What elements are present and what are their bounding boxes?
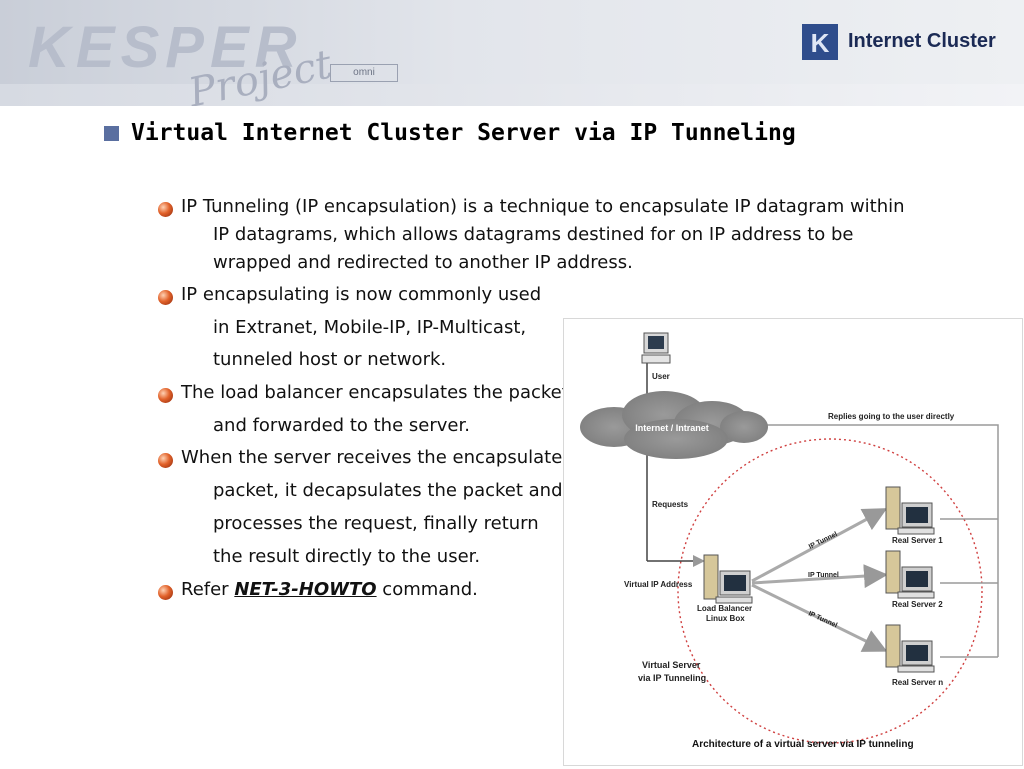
bullet-4-line-2: packet, it decapsulates the packet and — [213, 480, 563, 501]
tunnel-arrow-1 — [751, 508, 888, 583]
bullet-1-line-1: IP Tunneling (IP encapsulation) is a tec… — [181, 196, 905, 217]
bullet-2-icon — [158, 290, 173, 305]
reply-line-top — [764, 424, 999, 519]
omni-badge: omni — [330, 64, 398, 82]
bullet-5-icon — [158, 585, 173, 600]
real-server-n-label: Real Server n — [892, 678, 943, 687]
bullet-1-line-3: wrapped and redirected to another IP add… — [213, 252, 633, 273]
slide-title: Virtual Internet Cluster Server via IP T… — [131, 120, 796, 146]
virtual-server-boundary — [677, 438, 983, 744]
header-banner: KESPER Project omni K Internet Cluster — [0, 0, 1024, 106]
bullet-3-line-1: The load balancer encapsulates the packe… — [181, 382, 569, 403]
architecture-figure: Internet / Intranet User Replies going t… — [563, 318, 1023, 766]
requests-label: Requests — [652, 500, 689, 509]
bullet-1-icon — [158, 202, 173, 217]
real-server-2-icon — [885, 550, 935, 599]
bullet-3-icon — [158, 388, 173, 403]
real-server-2-label: Real Server 2 — [892, 600, 943, 609]
bullet-2-line-1: IP encapsulating is now commonly used — [181, 284, 542, 305]
lb-label-1: Load Balancer — [697, 604, 752, 613]
net3-howto-link[interactable]: NET-3-HOWTO — [234, 579, 377, 600]
square-bullet-icon — [104, 125, 119, 141]
cloud-label: Internet / Intranet — [635, 423, 709, 433]
real-server-1-icon — [885, 486, 935, 535]
slide-title-row: Virtual Internet Cluster Server via IP T… — [104, 120, 796, 146]
real-server-n-icon — [885, 624, 935, 673]
virtual-server-label-2: via IP Tunneling — [638, 673, 706, 683]
replies-label: Replies going to the user directly — [828, 412, 955, 421]
user-computer-icon — [641, 332, 671, 364]
bullet-2-line-2: in Extranet, Mobile-IP, IP-Multicast, — [213, 317, 527, 338]
bullet-5-line: Refer NET-3-HOWTO command. — [181, 579, 478, 600]
kesper-logo: KESPER — [28, 15, 303, 80]
tunnel-arrow-3 — [751, 583, 888, 652]
vip-label: Virtual IP Address — [624, 580, 693, 589]
bullet-4-line-3: processes the request, finally return — [213, 513, 539, 534]
figure-caption: Architecture of a virtual server via IP … — [692, 739, 914, 750]
tunnel-arrow-2 — [751, 564, 888, 589]
real-server-1-label: Real Server 1 — [892, 536, 943, 545]
bullet-4-icon — [158, 453, 173, 468]
section-title: Internet Cluster — [848, 30, 996, 52]
bullet-5-suffix: command. — [376, 579, 478, 600]
bullet-4-line-1: When the server receives the encapsulate… — [181, 447, 574, 468]
tunnel-label-1: IP Tunnel — [808, 531, 839, 551]
bullet-2-line-3: tunneled host or network. — [213, 349, 447, 370]
k-logo-icon: K — [802, 24, 838, 60]
internet-cloud-icon — [580, 391, 768, 459]
bullet-1-line-2: IP datagrams, which allows datagrams des… — [213, 224, 854, 245]
banner-strip — [0, 84, 1024, 106]
bullet-5-prefix: Refer — [181, 579, 235, 600]
bullet-4-line-4: the result directly to the user. — [213, 546, 481, 567]
tunnel-label-3: IP Tunnel — [807, 610, 838, 629]
virtual-server-label-1: Virtual Server — [642, 660, 701, 670]
bullet-3-line-2: and forwarded to the server. — [213, 415, 470, 436]
tunnel-label-2: IP Tunnel — [808, 572, 839, 579]
k-logo-letter: K — [811, 28, 830, 58]
load-balancer-icon — [703, 554, 753, 604]
user-label: User — [652, 372, 670, 381]
lb-label-2: Linux Box — [706, 614, 745, 623]
